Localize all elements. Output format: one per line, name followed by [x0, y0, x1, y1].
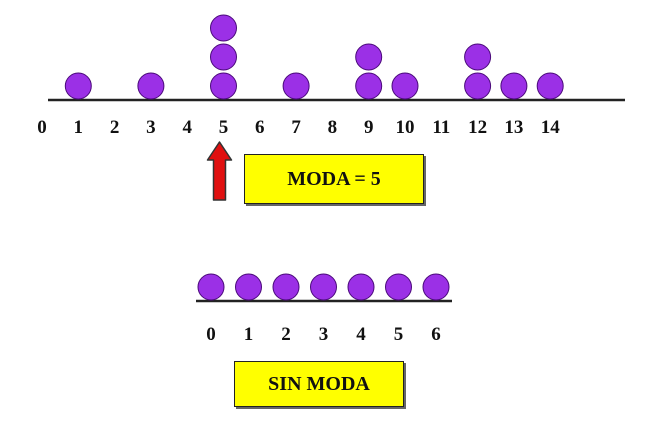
- top-plot-data-dot: [500, 72, 528, 100]
- top-plot-tick-label: 8: [328, 117, 338, 138]
- top-plot-tick-label: 4: [182, 117, 192, 138]
- bottom-plot-data-dot: [347, 273, 375, 301]
- top-plot-tick-label: 9: [364, 117, 374, 138]
- bottom-plot-tick-label: 5: [394, 324, 404, 345]
- top-plot-data-dot: [464, 72, 492, 100]
- top-plot-data-dot: [464, 43, 492, 71]
- bottom-plot-data-dot: [235, 273, 262, 301]
- top-plot-tick-label: 5: [219, 117, 229, 138]
- top-plot-tick-label: 14: [541, 117, 561, 138]
- top-plot-tick-label: 6: [255, 117, 265, 138]
- mode-label-box: MODA = 5: [244, 154, 424, 204]
- bottom-plot-data-dot: [422, 273, 450, 301]
- top-plot-tick-label: 12: [468, 117, 487, 138]
- top-plot-data-dot: [64, 72, 92, 100]
- bottom-plot-tick-label: 4: [356, 324, 366, 345]
- bottom-plot-data-dot: [310, 273, 337, 301]
- top-plot-tick-label: 2: [110, 117, 120, 138]
- bottom-plot-tick-label: 0: [206, 324, 216, 345]
- bottom-plot-tick-label: 2: [281, 324, 291, 345]
- bottom-plot-data-dot: [272, 273, 300, 301]
- top-plot-data-dot: [536, 72, 564, 100]
- top-plot-tick-label: 0: [37, 117, 47, 138]
- bottom-plot-tick-label: 1: [244, 324, 254, 345]
- top-plot-tick-label: 13: [504, 117, 523, 138]
- mode-arrow-shape: [206, 141, 233, 201]
- bottom-plot-data-dot: [385, 273, 412, 301]
- top-plot-data-dot: [210, 43, 237, 71]
- top-plot-data-dot: [210, 72, 237, 100]
- top-plot-data-dot: [355, 43, 383, 71]
- top-plot-tick-label: 1: [74, 117, 84, 138]
- no-mode-label-box: SIN MODA: [234, 361, 404, 407]
- bottom-dot-plot: 0 1 2 3 4 5 6: [196, 273, 452, 345]
- top-plot-tick-label: 10: [396, 117, 415, 138]
- top-plot-data-dot: [391, 72, 419, 100]
- mode-arrow: [206, 141, 233, 201]
- top-plot-tick-label: 7: [291, 117, 301, 138]
- bottom-plot-tick-label: 3: [319, 324, 329, 345]
- bottom-plot-tick-label: 6: [431, 324, 441, 345]
- top-plot-data-dot: [137, 72, 165, 100]
- top-plot-data-dot: [355, 72, 383, 100]
- top-plot-data-dot: [282, 72, 310, 100]
- top-plot-tick-label: 11: [432, 117, 450, 138]
- top-plot-data-dot: [210, 14, 237, 42]
- no-mode-label-text: SIN MODA: [268, 372, 370, 395]
- mode-label-text: MODA = 5: [287, 167, 381, 190]
- bottom-plot-data-dot: [197, 273, 225, 301]
- top-plot-tick-label: 3: [146, 117, 156, 138]
